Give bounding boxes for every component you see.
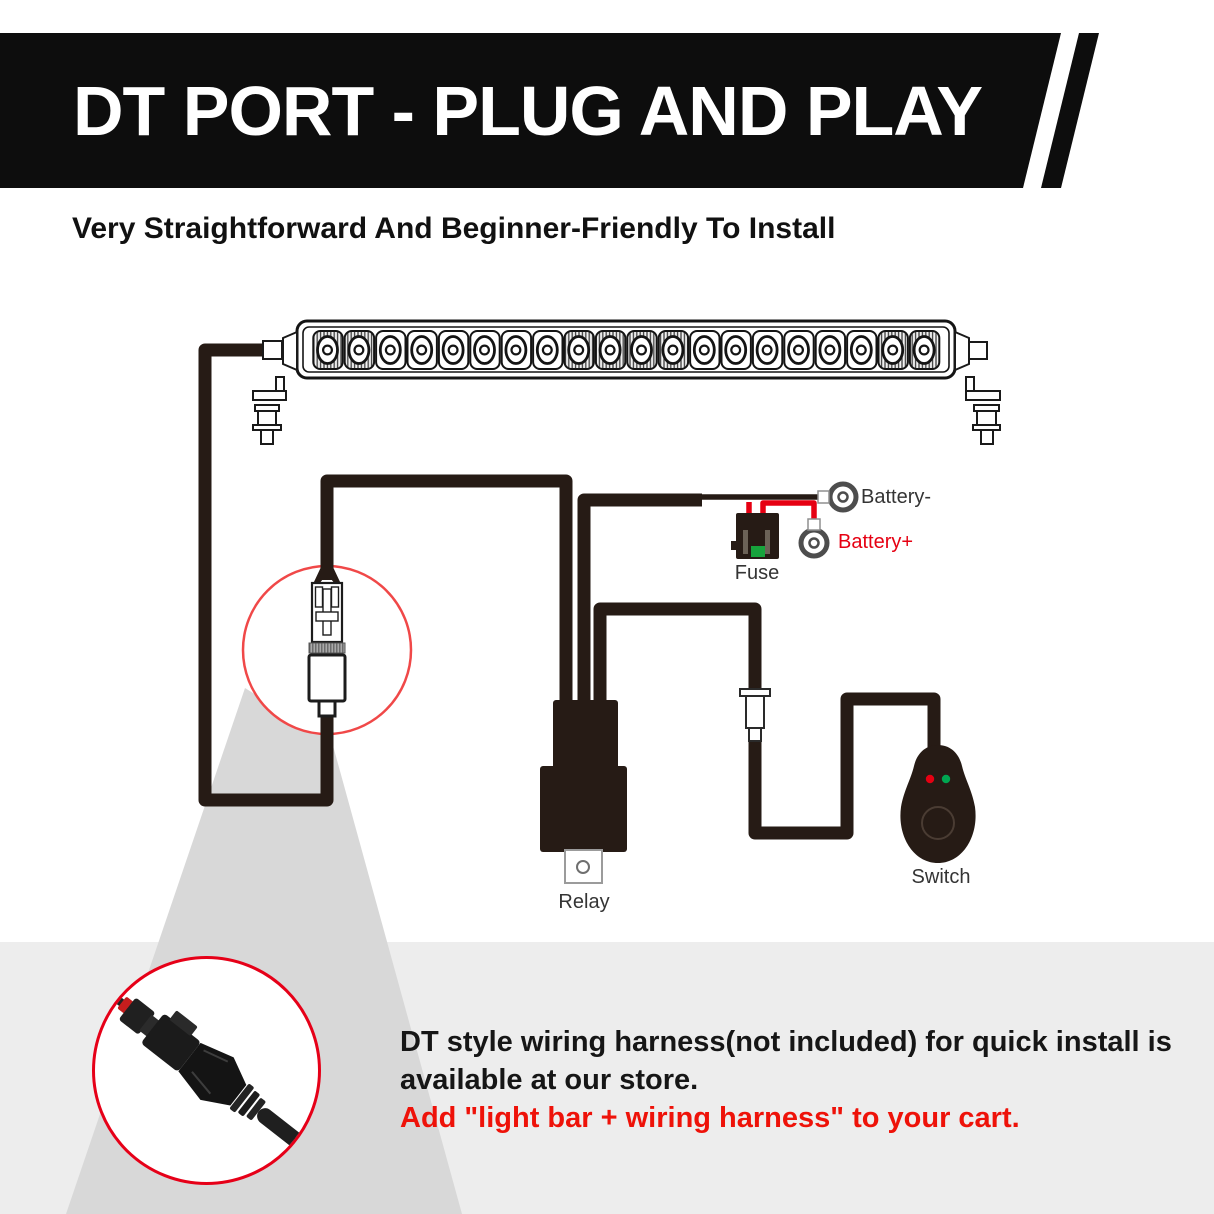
title-banner: DT PORT - PLUG AND PLAY	[0, 33, 1061, 188]
led-cell-clear	[541, 344, 553, 356]
wire-relay-to-battery	[577, 493, 702, 704]
led-cell-hatched	[353, 344, 365, 356]
battery-minus-terminal	[817, 481, 859, 513]
battery-minus-label: Battery-	[861, 486, 932, 508]
wire-relay-to-switch	[593, 602, 941, 840]
led-cell-clear	[792, 344, 804, 356]
footer-line1: DT style wiring harness(not included) fo…	[400, 1026, 1172, 1058]
lightbar-right-stub	[968, 341, 988, 360]
led-cell-clear	[730, 344, 742, 356]
subtitle: Very Straightforward And Beginner-Friend…	[72, 212, 836, 245]
led-cell-hatched	[887, 344, 899, 356]
wire-battery-plus-red	[760, 500, 817, 523]
page-title: DT PORT - PLUG AND PLAY	[73, 71, 983, 150]
dt-connector-male	[308, 567, 346, 654]
led-cell-hatched	[635, 344, 647, 356]
relay-body	[540, 700, 627, 884]
lightbar-left-pigtail	[262, 340, 283, 360]
fuse-label: Fuse	[734, 562, 780, 584]
dt-connector-photo	[109, 992, 318, 1163]
footer-line2: available at our store.	[400, 1064, 699, 1096]
led-cell-hatched	[918, 344, 930, 356]
fuse-holder	[731, 513, 779, 559]
led-cell-hatched	[667, 344, 679, 356]
led-cell-clear	[698, 344, 710, 356]
dt-connector-female	[307, 653, 347, 718]
footer-text: DT style wiring harness(not included) fo…	[400, 1023, 1172, 1137]
bullet-connector	[739, 688, 771, 742]
battery-plus-terminal	[798, 518, 830, 559]
led-cell-clear	[761, 344, 773, 356]
led-cell-clear	[384, 344, 396, 356]
led-cell-clear	[824, 344, 836, 356]
footer-line3-accent: Add "light bar + wiring harness" to your…	[400, 1102, 1020, 1134]
led-cell-hatched	[573, 344, 585, 356]
switch-led-red	[925, 774, 935, 784]
fuse-green-element	[751, 546, 765, 557]
lightbar-left-boot	[282, 330, 298, 372]
lightbar-right-boot	[954, 330, 970, 372]
switch-button	[921, 806, 955, 840]
led-row	[312, 330, 941, 370]
switch-label: Switch	[911, 866, 971, 888]
switch-led-green	[941, 774, 951, 784]
mount-bracket-right	[965, 376, 1001, 445]
battery-plus-label: Battery+	[838, 531, 914, 553]
mount-bracket-left	[252, 376, 287, 445]
led-cell-hatched	[322, 344, 334, 356]
switch-body	[900, 745, 976, 863]
photo-inset-circle	[92, 956, 321, 1185]
led-cell-clear	[510, 344, 522, 356]
led-cell-clear	[416, 344, 428, 356]
led-cell-clear	[447, 344, 459, 356]
led-cell-clear	[479, 344, 491, 356]
dt-connector-collar	[308, 642, 346, 654]
light-bar	[262, 319, 988, 380]
relay-label: Relay	[558, 891, 610, 913]
wire-dt-to-relay	[320, 474, 573, 704]
led-cell-clear	[855, 344, 867, 356]
wire-lightbar-loop	[198, 343, 334, 807]
led-cell-hatched	[604, 344, 616, 356]
